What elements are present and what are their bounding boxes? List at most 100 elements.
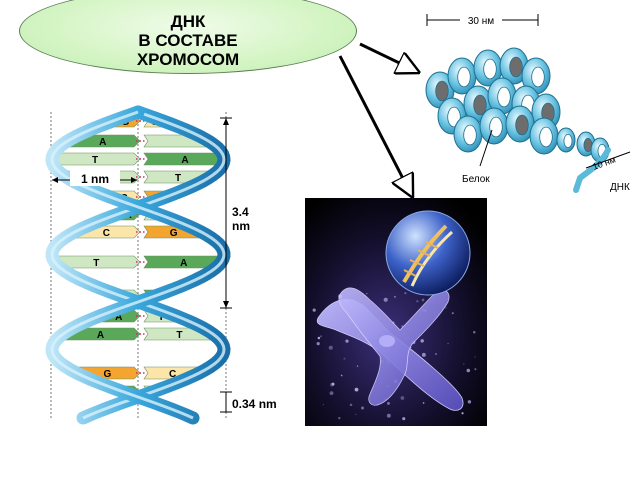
title-line-1: ДНК <box>170 12 206 31</box>
base-letter: G <box>170 228 178 239</box>
base-letter: T <box>92 155 98 166</box>
speckle <box>320 335 322 338</box>
speckle <box>451 312 454 315</box>
speckle <box>394 295 396 298</box>
backbone-highlight-2 <box>50 110 226 420</box>
nucleosome-solenoid: 30 нм Белок 10 нм ДНК <box>425 13 631 193</box>
base-letter: C <box>169 369 176 380</box>
speckle <box>361 406 364 410</box>
base-letter: A <box>99 137 106 148</box>
speckle <box>466 368 471 373</box>
speckle <box>338 416 341 420</box>
speckle <box>445 307 447 309</box>
speckle <box>404 292 407 295</box>
scale-30nm-label: 30 нм <box>468 16 494 27</box>
speckle <box>447 342 449 345</box>
chromosome <box>316 287 464 411</box>
speckle <box>461 412 464 415</box>
title-line-3: ХРОМОСОМ <box>136 50 240 69</box>
helix-dimensions: 1 nm 3.4 nm 0.34 nm <box>52 117 277 413</box>
dna-tail <box>573 147 611 193</box>
speckle <box>387 401 390 405</box>
coil-core <box>563 133 573 148</box>
speckle <box>355 413 357 415</box>
speckle <box>400 396 405 400</box>
speckle <box>316 342 320 346</box>
base-right <box>143 152 225 166</box>
speckle <box>328 345 333 350</box>
speckle <box>366 292 368 295</box>
base-letter: T <box>93 258 99 269</box>
speckle <box>420 339 424 343</box>
speckle <box>356 365 359 367</box>
coil-core <box>497 86 511 108</box>
arrow-to-chromosome <box>338 55 412 196</box>
base-letter: C <box>103 228 110 239</box>
pitch-label-unit: nm <box>232 219 250 233</box>
width-arrow-left <box>52 177 58 183</box>
speckle <box>467 400 472 404</box>
speckle <box>421 352 426 357</box>
dna-label: ДНК <box>610 182 630 193</box>
chromosome-image <box>305 198 487 426</box>
coil-core <box>509 56 523 78</box>
base-letter: A <box>181 155 188 166</box>
dna-sphere-inset <box>385 210 471 296</box>
coil-core <box>457 66 471 88</box>
speckle <box>402 417 406 421</box>
coil-core <box>531 66 545 88</box>
speckle <box>386 413 391 418</box>
title-ellipse: ДНК В СОСТАВЕ ХРОМОСОМ <box>19 0 357 74</box>
coil-core <box>463 124 477 146</box>
pitch-arrow-bottom <box>223 301 229 308</box>
protein-label: Белок <box>462 174 490 185</box>
speckle <box>474 368 477 371</box>
coil-core <box>473 94 487 116</box>
speckle <box>329 391 334 396</box>
speckle <box>343 357 346 360</box>
speckle <box>422 402 425 404</box>
arrows <box>338 42 418 196</box>
width-label: 1 nm <box>81 172 109 186</box>
base-letter: G <box>103 369 111 380</box>
speckle <box>331 382 335 386</box>
base-letter: A <box>97 330 104 341</box>
pitch-arrow-top <box>223 118 229 125</box>
speckle <box>345 339 349 343</box>
rise-label: 0.34 nm <box>232 397 277 411</box>
base-letter: T <box>175 173 181 184</box>
speckle <box>312 308 316 312</box>
backbone-highlight-1 <box>50 110 226 420</box>
coil-core <box>483 58 497 80</box>
speckle <box>349 403 353 407</box>
protein-pointer <box>479 129 493 167</box>
base-letter: A <box>180 258 187 269</box>
base-letter: A <box>115 312 122 323</box>
speckle <box>421 298 425 302</box>
speckle <box>474 356 476 358</box>
coil-core <box>489 116 503 138</box>
speckle <box>473 331 476 334</box>
base-letter: T <box>176 330 182 341</box>
speckle <box>416 300 419 303</box>
base-letter: T <box>158 312 164 323</box>
speckle <box>383 297 388 302</box>
title-line-2: В СОСТАВЕ <box>138 31 238 50</box>
base-right <box>143 255 222 269</box>
width-arrow-right <box>131 177 137 183</box>
pitch-label-value: 3.4 <box>232 205 249 219</box>
coil-core <box>435 80 449 102</box>
coil-core <box>539 126 553 148</box>
speckle <box>322 403 324 406</box>
speckle <box>463 363 465 365</box>
speckle <box>354 387 359 392</box>
speckle <box>340 374 343 377</box>
coil-core <box>515 114 529 136</box>
speckle <box>435 353 437 355</box>
speckle <box>317 336 321 340</box>
